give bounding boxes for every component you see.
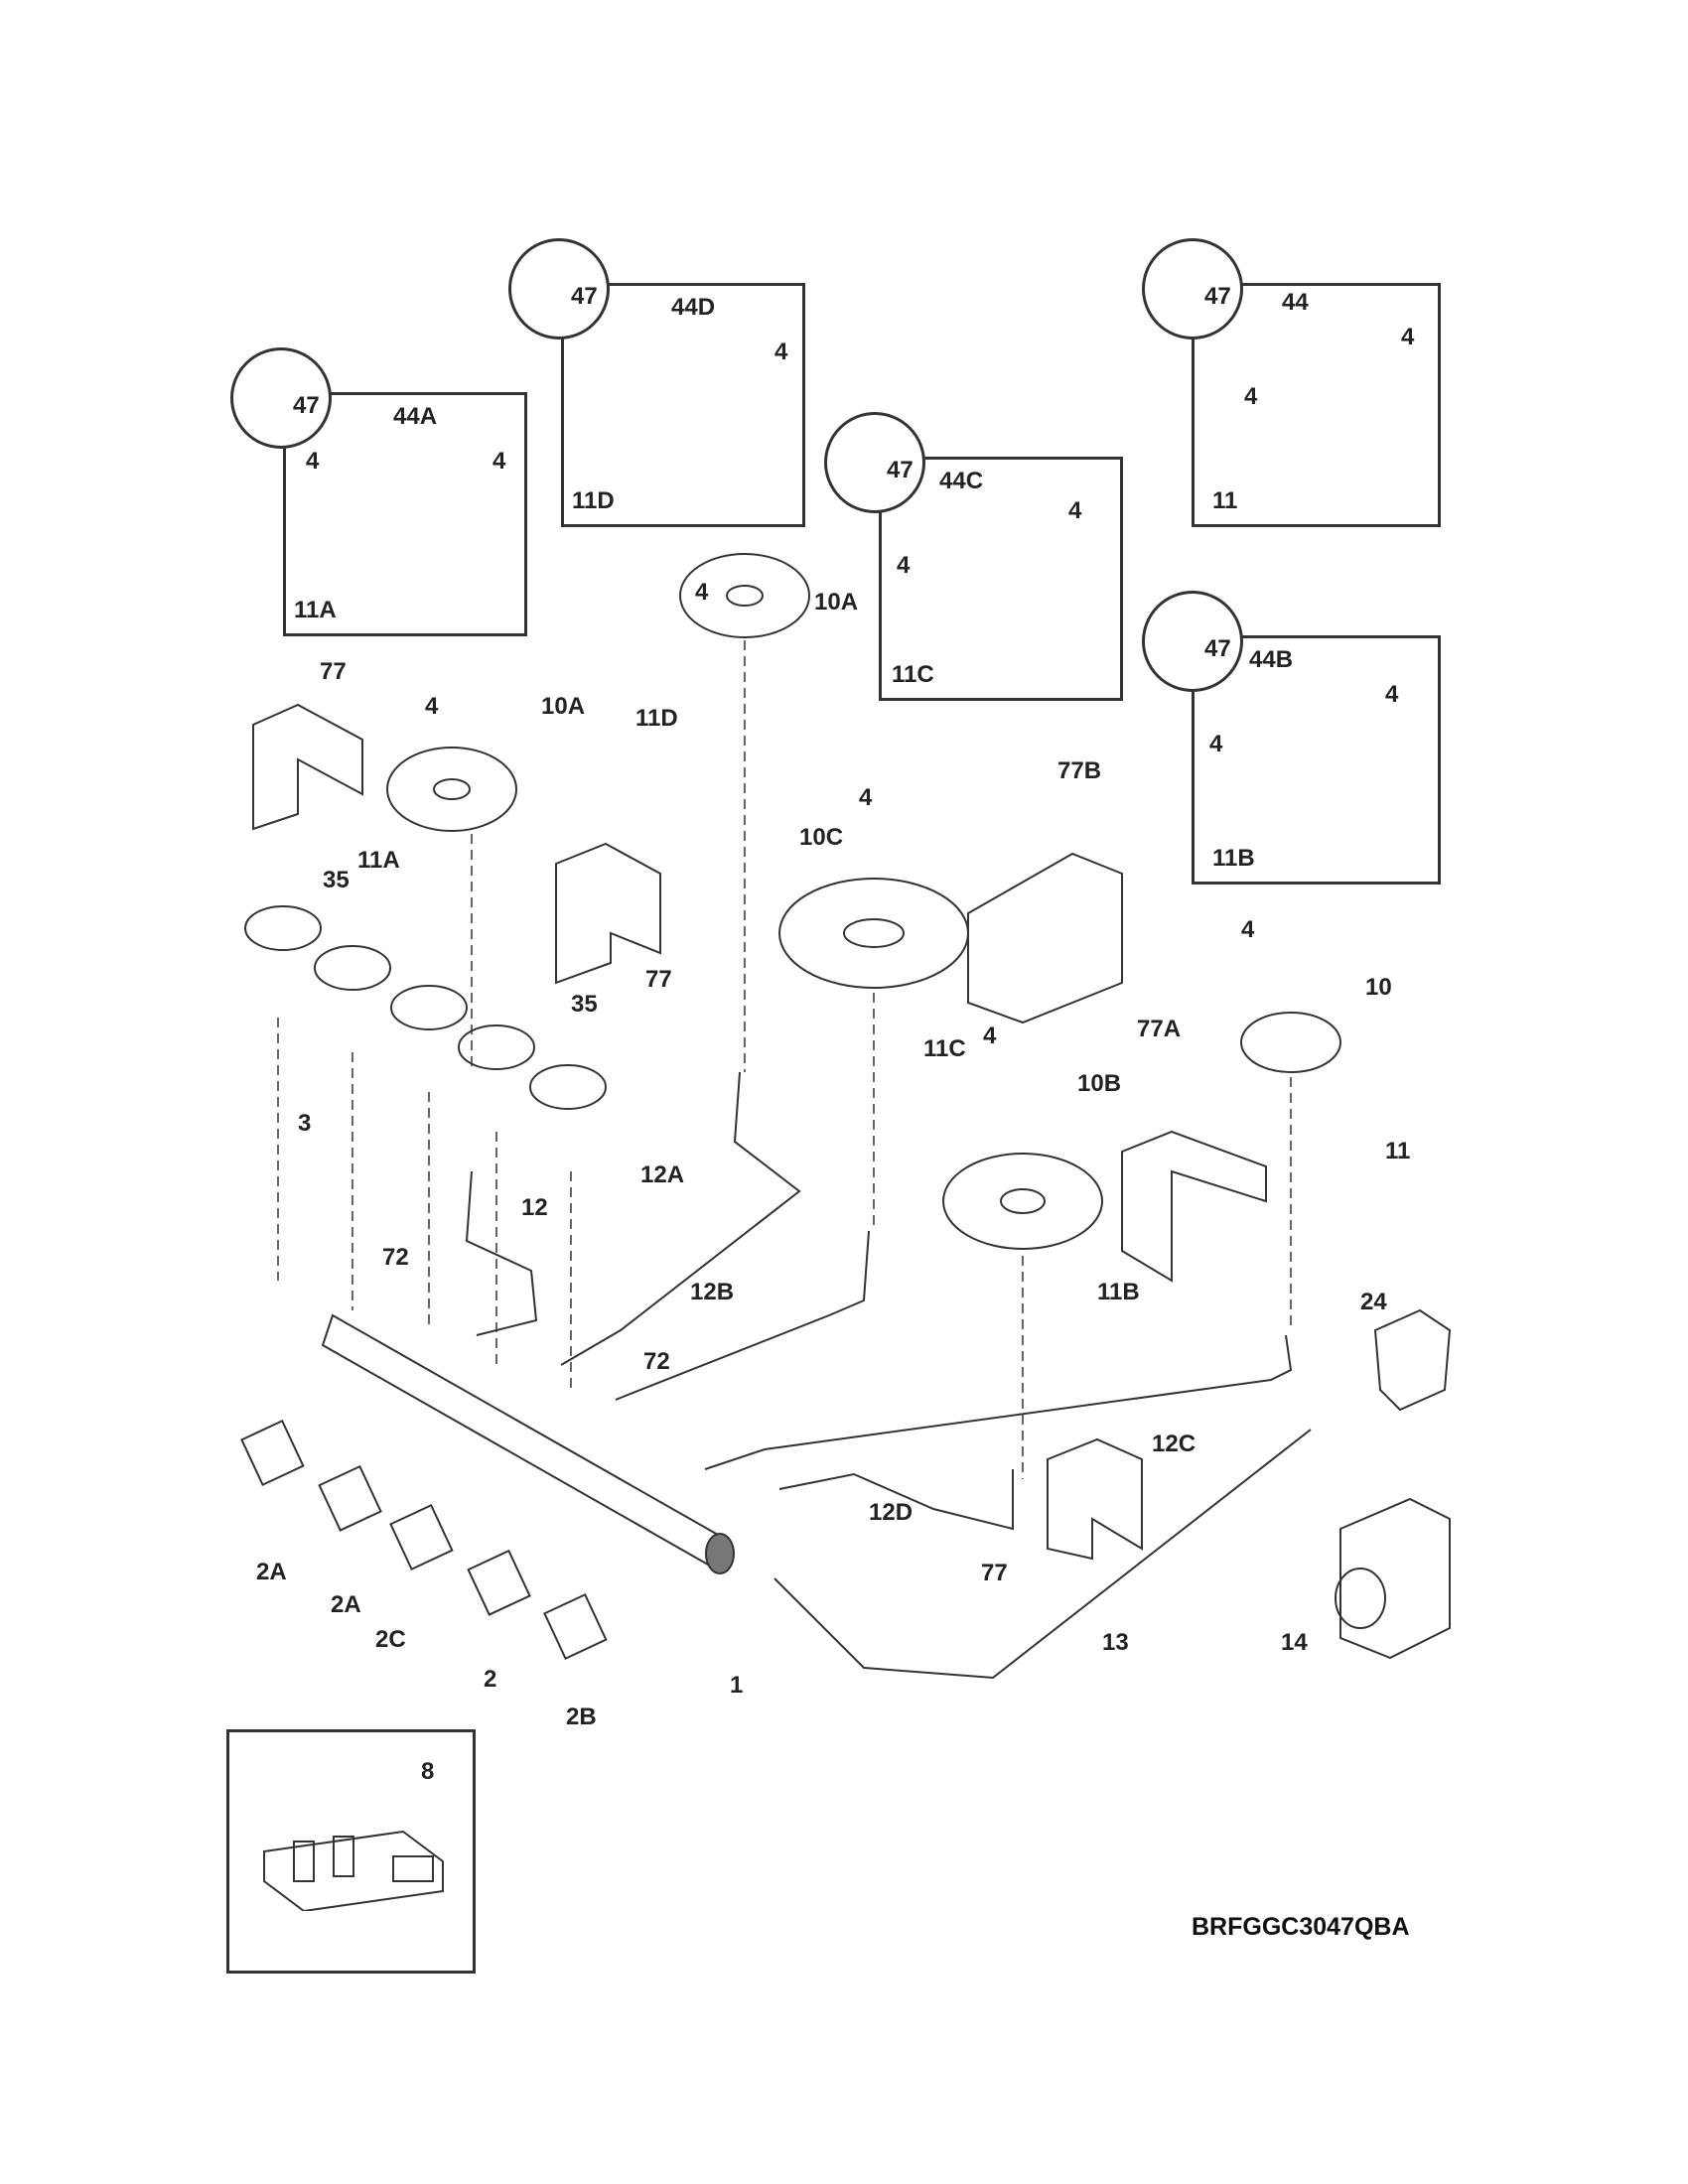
valve-group [240, 1419, 608, 1660]
inset-id-label: 11C [892, 661, 934, 688]
callout-4: 4 [859, 784, 873, 811]
burner-10a-top [679, 553, 810, 638]
tube-12a [560, 1071, 801, 1366]
bracket-77b [967, 852, 1123, 1024]
screw-label: 4 [1385, 681, 1399, 708]
callout-11a: 11A [357, 847, 400, 874]
bracket-77a [1121, 1130, 1267, 1283]
screw-label: 4 [306, 448, 320, 475]
orifice-label: 44B [1249, 646, 1294, 673]
tube-12b [615, 1230, 870, 1401]
spark-module-inset: 8 [226, 1729, 476, 1974]
orifice-label: 44A [393, 403, 438, 430]
spark-module-icon [263, 1830, 444, 1911]
inset-11: 44 4 4 11 [1192, 283, 1441, 527]
callout-2c: 2C [375, 1626, 406, 1653]
orifice-label: 44D [671, 294, 716, 321]
callout-8: 8 [421, 1758, 435, 1785]
callout-2: 2 [484, 1666, 497, 1693]
manifold-end [705, 1533, 735, 1574]
bracket-77-left [252, 703, 363, 831]
callout-2a: 2A [256, 1559, 287, 1585]
inset-id-label: 11 [1212, 487, 1238, 514]
callout-24: 24 [1360, 1289, 1387, 1315]
burner-10a-left [386, 747, 517, 832]
inset-11b: 44B 4 4 11B [1192, 635, 1441, 885]
inset-id-label: 11B [1212, 845, 1255, 872]
callout-11b: 11B [1097, 1279, 1140, 1305]
callout-35: 35 [571, 991, 598, 1018]
callout-10b: 10B [1077, 1070, 1122, 1097]
callout-12b: 12B [690, 1279, 735, 1305]
screw-label: 4 [897, 552, 911, 579]
callout-77: 77 [320, 658, 347, 685]
bubble-label: 47 [1204, 283, 1231, 310]
screw-label: 4 [1068, 497, 1082, 524]
callout-3: 3 [298, 1110, 312, 1137]
tube-13 [774, 1429, 1312, 1680]
callout-77: 77 [981, 1560, 1008, 1586]
burner-10 [1240, 1012, 1341, 1073]
screw-label: 4 [774, 339, 788, 365]
bracket-77-mid [555, 842, 661, 985]
callout-4: 4 [695, 579, 709, 606]
callout-11d: 11D [635, 705, 678, 732]
callout-77: 77 [645, 966, 672, 993]
callout-2b: 2B [566, 1704, 597, 1730]
screw-label: 4 [1401, 324, 1415, 350]
callout-35: 35 [323, 867, 350, 893]
screw-label: 4 [492, 448, 506, 475]
orifice-label: 44C [939, 468, 984, 494]
burner-10b [942, 1153, 1103, 1250]
tube-12c [704, 1334, 1293, 1470]
callout-72: 72 [643, 1348, 670, 1375]
callout-77b: 77B [1057, 757, 1102, 784]
screw-label: 4 [1244, 383, 1258, 410]
burner-10c [778, 878, 969, 989]
bubble-47: 47 [508, 238, 610, 340]
bubble-47: 47 [1142, 238, 1243, 340]
bubble-label: 47 [293, 392, 320, 419]
callout-11c: 11C [923, 1035, 966, 1062]
callout-10c: 10C [799, 824, 844, 851]
orifice-label: 44 [1282, 289, 1309, 316]
bubble-label: 47 [1204, 635, 1231, 662]
inset-id-label: 11A [294, 597, 337, 623]
callout-10: 10 [1365, 974, 1392, 1001]
tube-12d [778, 1469, 1014, 1531]
callout-77a: 77A [1137, 1016, 1182, 1042]
bubble-47: 47 [824, 412, 925, 513]
callout-10a: 10A [814, 589, 859, 615]
inset-11c: 44C 4 4 11C [879, 457, 1123, 701]
tube-12 [465, 1170, 538, 1336]
bubble-47: 47 [1142, 591, 1243, 692]
model-code: BRFGGC3047QBA [1192, 1913, 1410, 1941]
callout-72: 72 [382, 1244, 409, 1271]
callout-1: 1 [730, 1672, 744, 1699]
inset-11d: 44D 4 4 11D [561, 283, 805, 527]
inset-11a: 44A 4 4 11A [283, 392, 527, 636]
callout-12: 12 [521, 1194, 548, 1221]
callout-12a: 12A [640, 1161, 685, 1188]
callout-11: 11 [1385, 1138, 1411, 1164]
callout-12c: 12C [1152, 1431, 1196, 1457]
elbow-fitting [1373, 1308, 1452, 1412]
screw-label: 4 [1209, 731, 1223, 757]
callout-14: 14 [1281, 1629, 1308, 1656]
bubble-47: 47 [230, 347, 332, 449]
bubble-label: 47 [571, 283, 598, 310]
callout-4: 4 [425, 693, 439, 720]
callout-2a: 2A [331, 1591, 361, 1618]
callout-4: 4 [1241, 916, 1255, 943]
inset-id-label: 11D [572, 487, 615, 514]
callout-4: 4 [983, 1023, 997, 1049]
callout-12d: 12D [869, 1499, 914, 1526]
callout-13: 13 [1102, 1629, 1129, 1656]
bracket-77-bottom [1047, 1437, 1143, 1561]
bubble-label: 47 [887, 457, 914, 483]
pressure-regulator [1339, 1497, 1451, 1660]
callout-10a: 10A [541, 693, 586, 720]
